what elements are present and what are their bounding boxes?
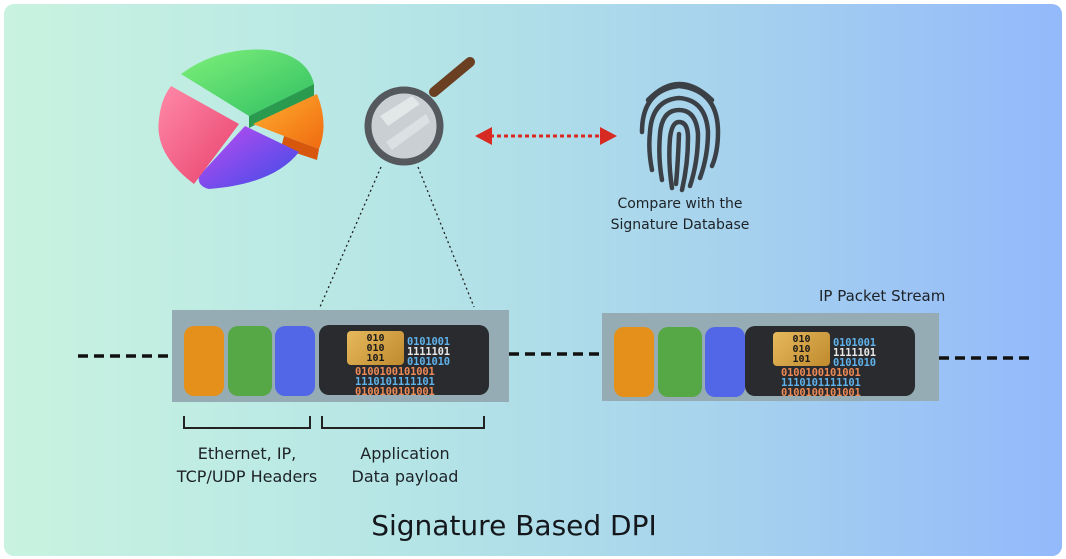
bits-row-4: 0100100101001: [781, 367, 861, 379]
payload-label: Application Data payload: [330, 442, 480, 488]
headers-label-line2: TCP/UDP Headers: [176, 467, 318, 486]
headers-label: Ethernet, IP, TCP/UDP Headers: [162, 442, 332, 488]
stream-label: IP Packet Stream: [819, 287, 946, 305]
chip-bits-1: 010: [366, 333, 385, 344]
payload-segment: 010 010 101 0101001 1111101 0101010 0100…: [745, 326, 915, 396]
headers-bracket: [183, 416, 311, 429]
pie-chart-icon: [158, 49, 324, 189]
header-segment-blue: [705, 327, 745, 397]
diagram-title: Signature Based DPI: [371, 509, 657, 542]
chip-bits-2: 010: [366, 343, 385, 354]
headers-label-line1: Ethernet, IP,: [197, 444, 297, 463]
payload-bracket: [321, 416, 485, 429]
bits-row-5: 1110101111101: [781, 377, 861, 389]
zoom-line-left: [319, 166, 382, 308]
packet-inspected: 010 010 101 0101001 1111101 0101010 0100…: [172, 310, 509, 402]
diagram-canvas: Compare with the Signature Database 010 …: [4, 4, 1062, 556]
header-segment-blue: [275, 326, 315, 396]
chip-bits-1: 010: [792, 334, 811, 345]
bits-row-6: 0100100101001: [781, 387, 861, 396]
packet-stream: 010 010 101 0101001 1111101 0101010 0100…: [602, 313, 939, 401]
chip-bits-3: 101: [366, 353, 385, 364]
header-segment-green: [658, 327, 702, 397]
compare-label-line2: Signature Database: [610, 217, 750, 233]
bits-row-6: 0100100101001: [355, 386, 435, 395]
stream-lines: [78, 127, 1034, 429]
bits-row-3: 0101010: [407, 356, 450, 368]
header-segment-green: [228, 326, 272, 396]
chip-bits-2: 010: [792, 344, 811, 355]
bits-row-2: 1111101: [407, 346, 450, 358]
fingerprint-icon: [639, 81, 721, 193]
bits-row-5: 1110101111101: [355, 376, 435, 388]
bits-row-1: 0101001: [407, 336, 450, 348]
compare-label: Compare with the Signature Database: [600, 194, 760, 236]
header-segment-orange: [614, 327, 654, 397]
header-segment-orange: [184, 326, 224, 396]
zoom-line-right: [417, 166, 475, 308]
chip-bits-3: 101: [792, 354, 811, 365]
bits-row-3: 0101010: [833, 357, 876, 369]
compare-label-line1: Compare with the: [617, 196, 743, 212]
payload-label-line1: Application: [360, 444, 450, 463]
bits-row-4: 0100100101001: [355, 366, 435, 378]
bits-row-1: 0101001: [833, 337, 876, 349]
compare-double-arrow: [475, 127, 617, 145]
payload-segment: 010 010 101 0101001 1111101 0101010 0100…: [319, 325, 489, 395]
chip-icon: 010 010 101: [347, 331, 404, 365]
bits-row-2: 1111101: [833, 347, 876, 359]
magnifier-icon: [364, 57, 475, 166]
chip-icon: 010 010 101: [773, 332, 830, 366]
payload-label-line2: Data payload: [351, 467, 459, 486]
